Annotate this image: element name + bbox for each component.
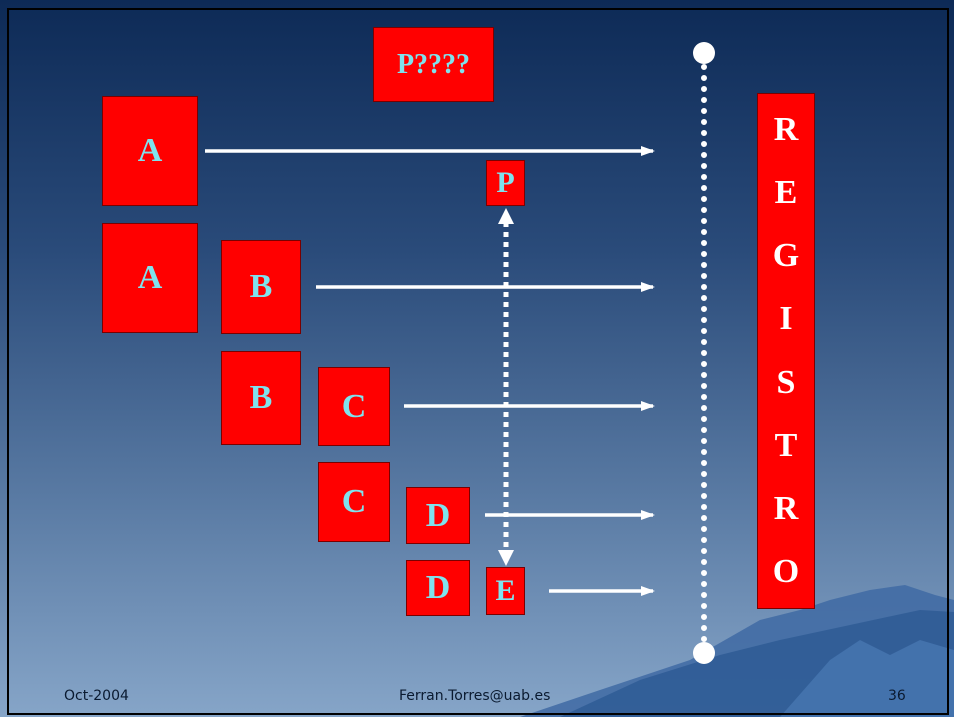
timeline-end-dot: [693, 642, 715, 664]
footer-date: Oct-2004: [64, 688, 129, 704]
timeline-start-dot: [693, 42, 715, 64]
footer-page-number: 36: [888, 688, 906, 704]
arrowhead-up: [498, 208, 514, 224]
arrowhead-down: [498, 550, 514, 566]
footer-email: Ferran.Torres@uab.es: [399, 688, 550, 704]
